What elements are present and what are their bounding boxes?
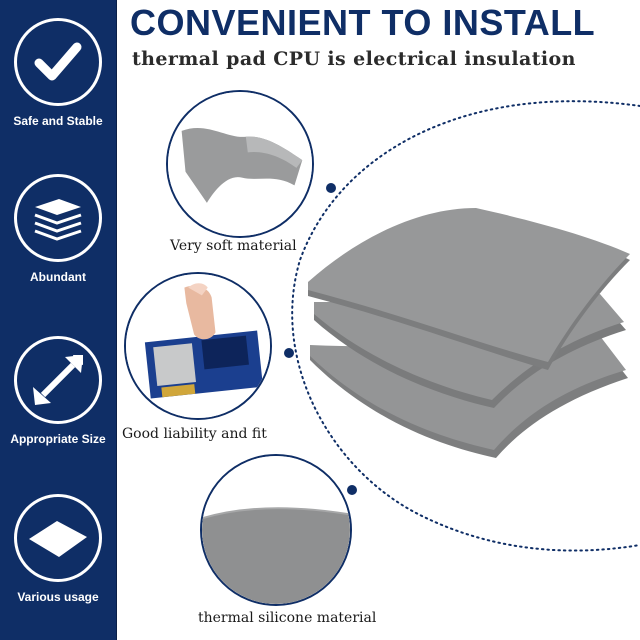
- checkmark-icon: [14, 18, 102, 106]
- thermal-pads-product-image: [308, 208, 630, 458]
- caption-fit: Good liability and fit: [122, 426, 267, 442]
- connector-dot-bottom: [347, 485, 357, 495]
- diagonal-arrow-icon: [14, 336, 102, 424]
- feature-sidebar: Safe and Stable Abundant Appropriate Siz…: [0, 0, 117, 640]
- caption-silicone: thermal silicone material: [198, 610, 377, 626]
- feature-label-various-usage: Various usage: [17, 590, 99, 604]
- feature-label-appropriate-size: Appropriate Size: [10, 432, 106, 446]
- connector-dot-top: [326, 183, 336, 193]
- feature-label-abundant: Abundant: [30, 270, 86, 284]
- detail-silicone-image: [200, 454, 352, 606]
- detail-fit-image: [124, 272, 272, 420]
- page-title: CONVENIENT TO INSTALL: [130, 2, 596, 43]
- feature-label-safe-stable: Safe and Stable: [13, 114, 103, 128]
- stacked-layers-icon: [14, 174, 102, 262]
- connector-dot-middle: [284, 348, 294, 358]
- detail-soft-material-image: [166, 90, 314, 238]
- page-subtitle: thermal pad CPU is electrical insulation: [132, 48, 576, 70]
- sheet-icon: [14, 494, 102, 582]
- caption-soft-material: Very soft material: [170, 238, 297, 254]
